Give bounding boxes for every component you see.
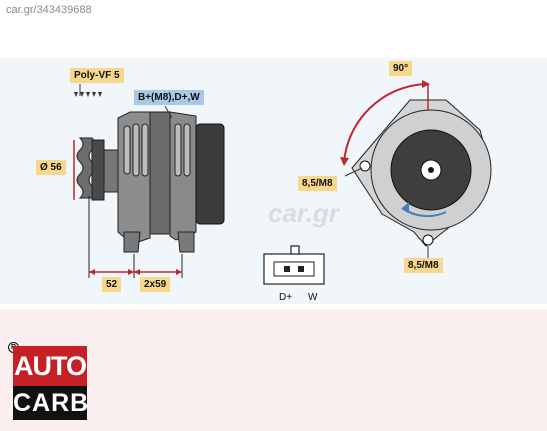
logo-auto-text: AUTO (13, 346, 87, 386)
plug-connector (263, 245, 325, 285)
mount-foot-rear (177, 231, 195, 253)
cooling-fins (123, 123, 149, 177)
belt-type-label: Poly-VF 5 (70, 68, 124, 83)
autocarb-logo: R AUTO CARB (8, 340, 88, 422)
dimension-lines (73, 140, 183, 278)
alternator-front-view (351, 99, 492, 247)
rotation-arrowhead (402, 202, 409, 212)
mount-bottom-label: 8,5/M8 (404, 258, 443, 273)
terminal-label: B+(M8),D+,W (134, 90, 204, 105)
shaft (103, 149, 119, 193)
angle-indicator (340, 80, 430, 166)
footer-band (0, 309, 547, 431)
watermark-text: car.gr/343439688 (6, 4, 92, 16)
shaft-center (428, 167, 434, 173)
mount-leader-top (344, 167, 363, 177)
rear-housing (169, 111, 197, 241)
mount-hole-left (359, 160, 371, 172)
diameter-label: Ø 56 (36, 160, 66, 175)
rotation-arrow (401, 207, 447, 218)
dimension-2x59-label: 2x59 (140, 277, 171, 292)
terminal-leader (164, 105, 173, 119)
alternator-side-view (76, 111, 225, 253)
stator (149, 111, 171, 235)
plug-dplus-label: D+ (279, 292, 293, 303)
rear-cover (195, 123, 225, 225)
pulley (76, 137, 105, 201)
dimension-52-label: 52 (102, 277, 122, 292)
logo-carb-text: CARB (13, 386, 88, 420)
angle-label: 90° (389, 61, 413, 76)
mount-top-label: 8,5/M8 (298, 176, 337, 191)
belt-symbol (74, 92, 102, 97)
rear-fins (174, 123, 191, 177)
plug-w-label: W (308, 292, 318, 303)
watermark-center: car.gr (268, 198, 341, 228)
mount-foot-front (123, 231, 141, 253)
mount-hole-bottom (422, 234, 434, 246)
